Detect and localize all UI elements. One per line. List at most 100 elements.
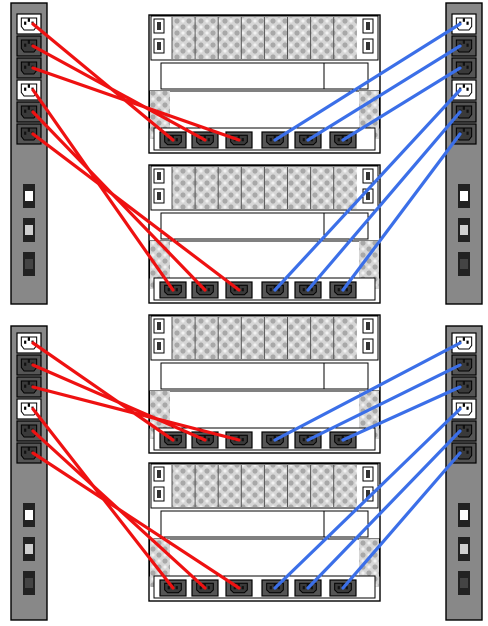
outlet-pin [203, 135, 206, 139]
outlet-pin [306, 583, 309, 587]
status-led [25, 510, 33, 520]
outlet-pin [27, 337, 30, 341]
outlet-pin [24, 21, 27, 25]
status-led [460, 191, 468, 201]
outlet-pin [199, 586, 202, 590]
outlet-pin [207, 586, 210, 590]
outlet-face [20, 446, 38, 460]
outlet-pin [277, 138, 280, 142]
outlet-face [20, 402, 38, 416]
pdu-outlet-icon [16, 57, 42, 79]
latch-slot [366, 342, 370, 350]
outlet-pin [302, 138, 305, 142]
outlet-pin [302, 438, 305, 442]
outlet-face [20, 336, 38, 350]
blue-power-cable [306, 429, 462, 590]
pdu-outlet-icon [451, 398, 477, 420]
pdu-outlet-icon [451, 376, 477, 398]
latch-slot [157, 342, 161, 350]
outlet-pin [27, 18, 30, 22]
outlet-pin [241, 288, 244, 292]
outlet-pin [341, 435, 344, 439]
outlet-pin [171, 135, 174, 139]
outlet-pin [462, 337, 465, 341]
outlet-face [20, 17, 38, 31]
outlet-pin [462, 106, 465, 110]
outlet-pin [273, 583, 276, 587]
front-panel [160, 362, 369, 390]
latch-slot [366, 172, 370, 180]
outlet-pin [167, 288, 170, 292]
outlet-pin [24, 450, 27, 454]
front-panel [160, 510, 369, 538]
outlet-pin [337, 138, 340, 142]
outlet-pin [24, 406, 27, 410]
server-4 [148, 462, 381, 602]
latch-slot [157, 470, 161, 478]
outlet-pin [310, 586, 313, 590]
outlet-pin [306, 435, 309, 439]
psu-bay [149, 390, 380, 429]
outlet-pin [207, 288, 210, 292]
outlet-pin [466, 131, 469, 135]
status-led [25, 544, 33, 554]
outlet-pin [27, 40, 30, 44]
outlet-pin [27, 425, 30, 429]
outlet-pin [27, 381, 30, 385]
pdu-outlet-icon [451, 35, 477, 57]
outlet-pin [341, 583, 344, 587]
front-panel [160, 62, 369, 90]
pdu-outlet-icon [16, 420, 42, 442]
outlet-pin [167, 586, 170, 590]
outlet-pin [241, 586, 244, 590]
latch-slot [366, 490, 370, 498]
outlet-pin [167, 438, 170, 442]
outlet-pin [466, 21, 469, 25]
pdu-outlet-icon [16, 354, 42, 376]
latch-slot [366, 42, 370, 50]
outlet-pin [466, 384, 469, 388]
status-led [25, 191, 33, 201]
blue-power-cable [341, 66, 462, 142]
outlet-pin [462, 403, 465, 407]
outlet-pin [310, 138, 313, 142]
red-power-cable [31, 88, 175, 292]
blue-power-cable [306, 44, 462, 142]
pdu-outlet-icon [451, 354, 477, 376]
outlet-pin [175, 586, 178, 590]
outlet-pin [462, 128, 465, 132]
outlet-pin [306, 285, 309, 289]
outlet-pin [269, 138, 272, 142]
latch-slot [366, 470, 370, 478]
outlet-pin [24, 109, 27, 113]
status-led [460, 225, 468, 235]
status-led [25, 225, 33, 235]
outlet-pin [306, 135, 309, 139]
blue-power-cable [273, 341, 462, 442]
outlet-face [20, 380, 38, 394]
outlet-pin [466, 87, 469, 91]
outlet-pin [241, 138, 244, 142]
outlet-pin [462, 40, 465, 44]
outlet-pin [277, 288, 280, 292]
outlet-pin [462, 425, 465, 429]
red-power-cable [31, 66, 241, 142]
pdu-outlet-icon [16, 101, 42, 123]
red-power-cable [31, 363, 207, 442]
outlet-pin [175, 138, 178, 142]
outlet-pin [341, 135, 344, 139]
pdu-outlet-icon [451, 57, 477, 79]
outlet-pin [199, 288, 202, 292]
outlet-pin [27, 62, 30, 66]
outlet-pin [237, 583, 240, 587]
outlet-pin [466, 109, 469, 113]
outlet-pin [24, 87, 27, 91]
outlet-face [20, 105, 38, 119]
outlet-pin [27, 84, 30, 88]
outlet-pin [466, 65, 469, 69]
outlet-pin [207, 438, 210, 442]
status-led [460, 578, 468, 588]
outlet-pin [302, 288, 305, 292]
outlet-pin [24, 43, 27, 47]
outlet-pin [466, 450, 469, 454]
